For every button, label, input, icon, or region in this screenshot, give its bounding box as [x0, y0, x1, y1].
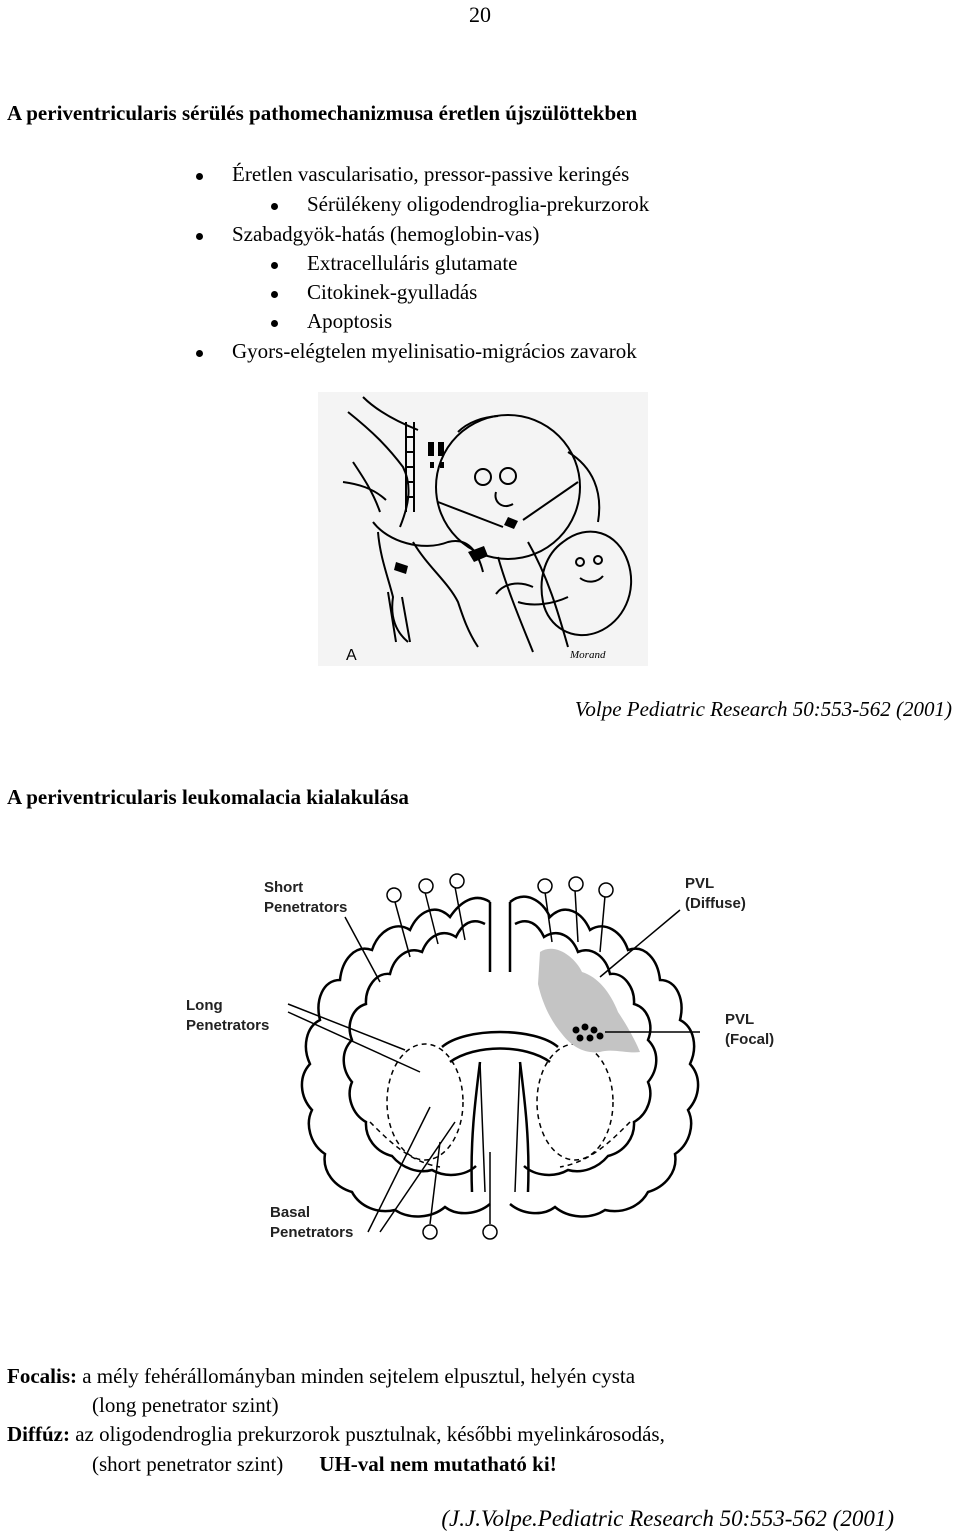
page-number: 20 [469, 2, 491, 27]
paragraph-focalis-cont: (long penetrator szint) [92, 1393, 279, 1417]
bullet-dot-icon [271, 262, 278, 269]
ultrasound-note: UH-val nem mutatható ki! [319, 1452, 557, 1476]
figure-panel-label: A [346, 647, 357, 664]
bullet-item: Éretlen vascularisatio, pressor-passive … [196, 162, 629, 187]
bullet-dot-icon [196, 350, 203, 357]
bullet-item: Extracelluláris glutamate [271, 251, 518, 276]
bullet-dot-icon [271, 291, 278, 298]
bullet-item: Sérülékeny oligodendroglia-prekurzorok [271, 192, 649, 217]
pvl-diffuse-region [538, 948, 640, 1053]
bullet-dot-icon [271, 320, 278, 327]
bullet-item: Szabadgyök-hatás (hemoglobin-vas) [196, 222, 539, 247]
citation-volpe-2: (J.J.Volpe.Pediatric Research 50:553-562… [441, 1506, 894, 1531]
paragraph-diffuz: Diffúz: az oligodendroglia prekurzorok p… [7, 1422, 665, 1446]
label-pvl-diffuse: PVL(Diffuse) [685, 875, 746, 912]
bullet-dot-icon [271, 203, 278, 210]
bullet-dot-icon [196, 233, 203, 240]
bullet-item: Gyors-elégtelen myelinisatio-migrácios z… [196, 339, 637, 364]
section-heading-pathomechanism: A periventricularis sérülés pathomechani… [7, 101, 638, 125]
citation-volpe-1: Volpe Pediatric Research 50:553-562 (200… [574, 697, 952, 721]
section-heading-pvl: A periventricularis leukomalacia kialaku… [7, 785, 409, 809]
cell-cartoon-illustration: A Morand [318, 392, 648, 666]
artist-signature: Morand [569, 649, 606, 661]
bullet-item: Citokinek-gyulladás [271, 280, 477, 305]
paragraph-focalis: Focalis: a mély fehérállományban minden … [7, 1364, 636, 1388]
label-pvl-focal: PVL(Focal) [725, 1011, 774, 1048]
paragraph-diffuz-cont: (short penetrator szint)UH-val nem mutat… [92, 1452, 557, 1476]
bullet-dot-icon [196, 173, 203, 180]
bullet-item: Apoptosis [271, 309, 392, 334]
pvl-focal-dots [572, 1023, 604, 1042]
